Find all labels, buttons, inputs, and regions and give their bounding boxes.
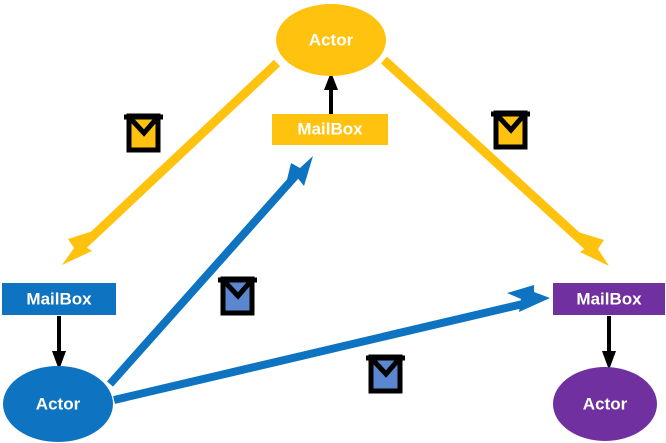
arrow-head	[578, 232, 609, 266]
node-mailbox-top[interactable]: MailBox	[272, 114, 388, 145]
mailbox-right-label: MailBox	[576, 289, 642, 308]
node-mailbox-left[interactable]: MailBox	[2, 283, 116, 315]
envelope-flap	[495, 113, 526, 134]
actor-top-shape	[276, 4, 386, 76]
arrow-head	[285, 156, 313, 188]
arrow-actor-top-to-mailbox-right	[380, 56, 609, 266]
node-mailbox-right[interactable]: MailBox	[553, 283, 665, 315]
mailbox-top-shape	[272, 114, 388, 145]
envelope-icon-yellow-right	[491, 110, 530, 150]
arrow-head	[324, 72, 338, 90]
mailbox-left-label: MailBox	[26, 289, 92, 308]
actor-top-label: Actor	[309, 30, 354, 49]
arrow-head	[52, 351, 66, 370]
mailbox-right-shape	[553, 283, 665, 315]
arrow-shaft	[113, 299, 528, 404]
arrow-shaft	[380, 56, 596, 254]
mailbox-top-label: MailBox	[297, 119, 363, 138]
arrow-shaft	[74, 59, 281, 254]
arrow-actor-top-to-mailbox-left	[62, 59, 281, 265]
envelope-icon-blue-lower	[366, 354, 405, 394]
mailbox-left-shape	[2, 283, 116, 315]
actor-right-shape	[553, 367, 657, 441]
arrow-mailbox-top-to-actor-top	[324, 72, 338, 116]
arrow-mailbox-right-to-actor-right	[602, 316, 616, 370]
actor-right-label: Actor	[583, 394, 628, 413]
arrow-head	[507, 285, 550, 312]
arrow-head	[602, 351, 616, 370]
arrow-shaft	[107, 170, 301, 387]
node-actor-right[interactable]: Actor	[553, 367, 657, 441]
envelope-icon-yellow-left	[124, 113, 163, 153]
arrow-actor-left-to-mailbox-right	[113, 285, 550, 404]
arrow-mailbox-left-to-actor-left	[52, 316, 66, 370]
actor-left-shape	[3, 366, 113, 442]
envelope-flap	[370, 357, 401, 378]
envelope-flap	[128, 116, 159, 137]
actor-left-label: Actor	[36, 394, 81, 413]
arrow-head	[62, 231, 93, 265]
envelope-flap	[222, 279, 253, 300]
node-actor-left[interactable]: Actor	[3, 366, 113, 442]
node-actor-top[interactable]: Actor	[276, 4, 386, 76]
envelope-icon-blue-upper	[218, 276, 257, 316]
arrow-actor-left-to-mailbox-top	[107, 156, 313, 387]
